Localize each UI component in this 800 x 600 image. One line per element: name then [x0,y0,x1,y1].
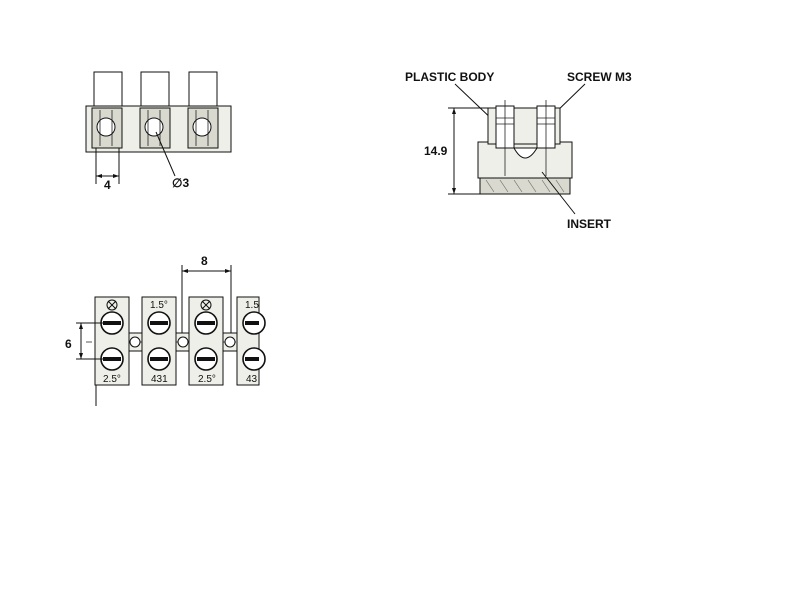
top-hole-1 [129,336,141,348]
screw-label: SCREW M3 [567,70,632,84]
insert-leader [541,171,576,215]
side-height-label: 14.9 [424,144,448,158]
hole-dim-label: ∅3 [172,176,189,190]
side-wire-channel [513,147,538,159]
side-view: PLASTIC BODY SCREW M3 14.9 [405,70,632,231]
plastic-body-label: PLASTIC BODY [405,70,494,84]
insert-label: INSERT [567,217,612,231]
top-view: 8 [65,254,266,406]
front-screw-1 [96,117,116,137]
top-height-label: 6 [65,337,72,351]
bottom-mark-3: 2.5° [198,374,216,385]
top-hole-3 [224,336,236,348]
front-housing-3 [188,71,218,107]
pitch-dim-label: 4 [104,178,111,192]
spacing-dim-label: 8 [201,254,208,268]
bottom-mark-4: 43 [246,374,258,385]
front-view: 4 ∅3 [85,71,232,192]
ce-mark-2 [200,299,212,311]
front-screw-2 [144,117,164,137]
front-housing-1 [93,71,123,107]
front-housing-2 [140,71,170,107]
top-mark-1: 1.5° [150,300,168,311]
top-hole-2 [177,336,189,348]
hole-leader [155,131,176,177]
bottom-mark-1: 2.5° [103,374,121,385]
bottom-mark-2: 431 [151,374,168,385]
top-mark-2: 1.5 [245,300,259,311]
side-body-lower [477,141,573,179]
front-screw-3 [192,117,212,137]
ce-mark-1 [106,299,118,311]
side-insert-plate [479,177,571,195]
